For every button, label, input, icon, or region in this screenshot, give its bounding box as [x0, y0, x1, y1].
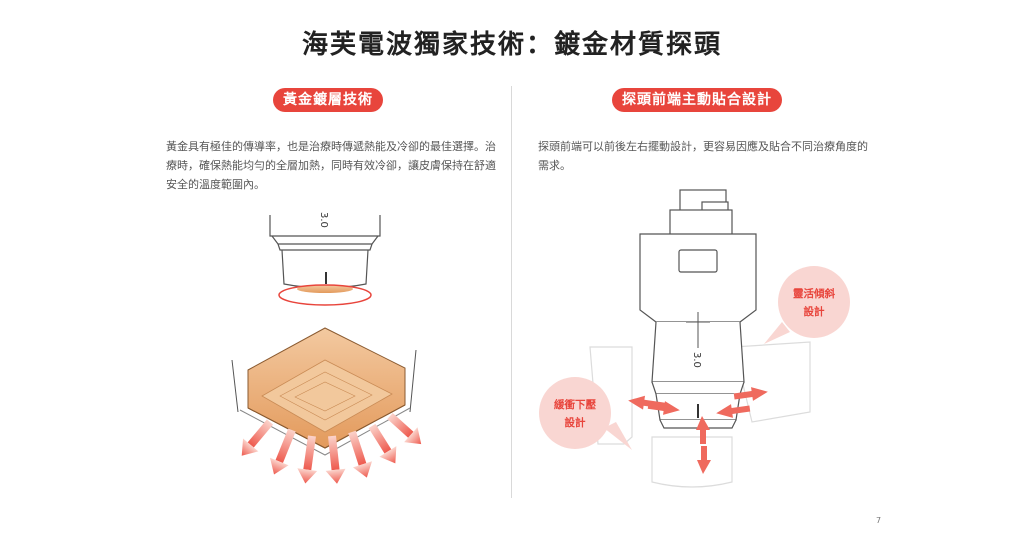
column-divider: [511, 86, 512, 498]
gold-coating-description: 黃金具有極佳的傳導率，也是治療時傳遞熱能及冷卻的最佳選擇。治療時，確保熱能均勻的…: [166, 140, 496, 191]
highlight-ring: [278, 284, 372, 306]
motion-arrows: [628, 387, 768, 474]
section-badge-gold-coating: 黃金鍍層技術: [273, 88, 383, 112]
buffer-design-bubble: 緩衝下壓 設計: [539, 377, 632, 450]
tilt-bubble-line1: 靈活傾斜: [793, 287, 835, 300]
probe-head: [269, 215, 381, 289]
section-badge-active-fit: 探頭前端主動貼合設計: [612, 88, 782, 112]
page-number: 7: [876, 516, 882, 525]
page-title: 海芙電波獨家技術：鍍金材質探頭: [301, 30, 722, 60]
tilting-probe-illustration: 3.0 靈活傾斜 設計 緩衝下壓 設計: [539, 189, 850, 488]
gold-tip: [297, 285, 353, 293]
probe-size-label: 3.0: [318, 212, 329, 228]
gold-plate: [231, 327, 417, 456]
buffer-bubble-line1: 緩衝下壓: [554, 398, 596, 411]
probe-body: [639, 233, 757, 429]
probe-size-label: 3.0: [691, 352, 702, 368]
buffer-bubble-line2: 設計: [565, 416, 586, 429]
tilt-bubble-line2: 設計: [804, 305, 825, 318]
tilt-design-bubble: 靈活傾斜 設計: [764, 266, 850, 344]
gold-probe-illustration: 3.0: [231, 212, 422, 484]
active-fit-description: 探頭前端可以前後左右擺動設計，更容易因應及貼合不同治療角度的需求。: [538, 140, 868, 172]
heat-arrows: [241, 413, 422, 484]
